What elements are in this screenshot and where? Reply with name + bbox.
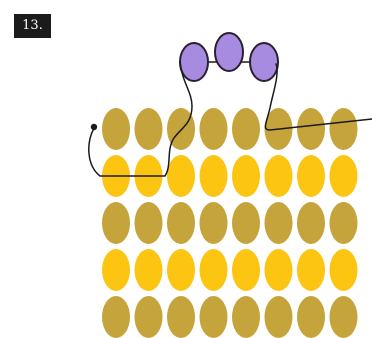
bead-bright <box>200 249 228 291</box>
thread-end-knot <box>91 124 97 130</box>
bead-dark <box>265 296 293 338</box>
bead-accent <box>180 43 208 81</box>
bead-accent <box>250 43 278 81</box>
bead-dark <box>102 108 130 150</box>
bead-dark <box>330 108 358 150</box>
bead-bright <box>330 155 358 197</box>
accent-bead-group <box>180 33 278 81</box>
bead-dark <box>135 108 163 150</box>
bead-dark <box>167 296 195 338</box>
bead-dark <box>167 202 195 244</box>
thread-layer <box>89 62 372 176</box>
bead-bright <box>232 155 260 197</box>
bead-dark <box>330 202 358 244</box>
bead-bright <box>167 155 195 197</box>
bead-bright <box>265 155 293 197</box>
bead-dark <box>297 296 325 338</box>
bead-grid <box>102 108 358 338</box>
bead-bright <box>200 155 228 197</box>
bead-dark <box>330 296 358 338</box>
bead-bright <box>265 249 293 291</box>
bead-dark <box>200 296 228 338</box>
bead-bright <box>135 249 163 291</box>
bead-dark <box>297 108 325 150</box>
bead-dark <box>200 108 228 150</box>
bead-dark <box>265 202 293 244</box>
bead-bright <box>297 155 325 197</box>
bead-bright <box>102 249 130 291</box>
bead-dark <box>200 202 228 244</box>
thread-path <box>89 62 372 176</box>
bead-bright <box>167 249 195 291</box>
bead-bright <box>330 249 358 291</box>
bead-dark <box>102 202 130 244</box>
bead-dark <box>232 296 260 338</box>
bead-dark <box>135 202 163 244</box>
bead-accent <box>215 33 243 71</box>
bead-bright <box>232 249 260 291</box>
bead-dark <box>297 202 325 244</box>
bead-bright <box>297 249 325 291</box>
bead-dark <box>232 108 260 150</box>
bead-dark <box>135 296 163 338</box>
bead-dark <box>232 202 260 244</box>
bead-dark <box>102 296 130 338</box>
